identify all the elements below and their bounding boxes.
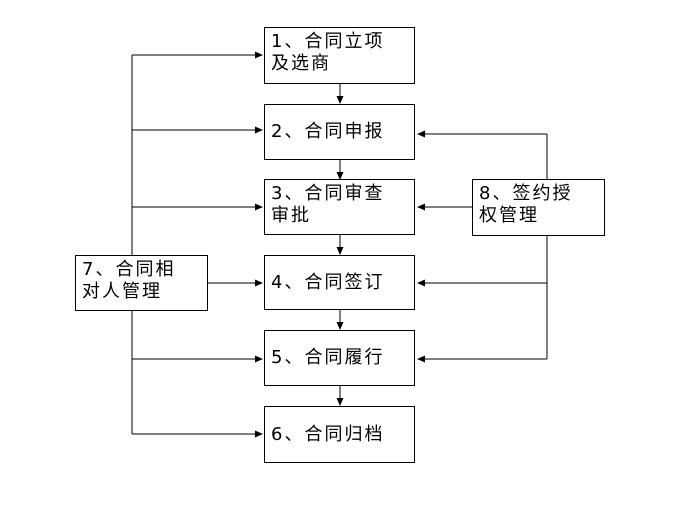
- step-2-box: 2、合同申报: [264, 104, 415, 160]
- step-8-box: 8、签约授 权管理: [472, 179, 605, 236]
- step-7-label: 7、合同相 对人管理: [82, 259, 176, 302]
- step-6-label: 6、合同归档: [271, 423, 385, 445]
- step-5-label: 5、合同履行: [271, 347, 385, 368]
- step-3-box: 3、合同审查 审批: [264, 179, 415, 235]
- step-1-label: 1、合同立项 及选商: [271, 31, 385, 74]
- step-1-box: 1、合同立项 及选商: [264, 27, 415, 84]
- step-5-box: 5、合同履行: [264, 330, 415, 386]
- step-3-label: 3、合同审查 审批: [271, 183, 385, 226]
- step-6-box: 6、合同归档: [264, 406, 415, 463]
- step-4-label: 4、合同签订: [271, 271, 385, 293]
- step-8-label: 8、签约授 权管理: [479, 183, 573, 226]
- step-7-box: 7、合同相 对人管理: [75, 255, 208, 311]
- step-4-box: 4、合同签订: [264, 255, 415, 310]
- step-2-label: 2、合同申报: [271, 121, 385, 142]
